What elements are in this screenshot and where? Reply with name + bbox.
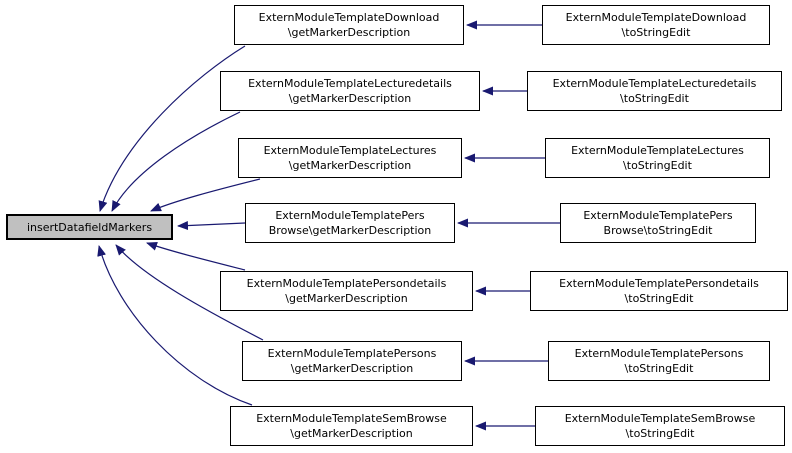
node-label-line: \toStringEdit bbox=[621, 26, 691, 39]
node-label-line: ExternModuleTemplatePers bbox=[275, 209, 425, 222]
node-label-line: ExternModuleTemplatePersons bbox=[267, 347, 437, 360]
edge-sem-browse-getmarker-to-root bbox=[97, 245, 253, 406]
node-lecturedetails-to-string-edit[interactable]: ExternModuleTemplateLecturedetails \toSt… bbox=[527, 71, 782, 111]
node-label-line: ExternModuleTemplateLectures bbox=[263, 144, 437, 157]
node-persons-get-marker-description[interactable]: ExternModuleTemplatePersons \getMarkerDe… bbox=[242, 341, 462, 381]
node-label-line: \getMarkerDescription bbox=[290, 427, 413, 440]
node-label-line: ExternModuleTemplateLecturedetails bbox=[248, 77, 452, 90]
node-label-line: \getMarkerDescription bbox=[287, 26, 411, 39]
edge-lecturedetails-getmarker-to-root bbox=[111, 111, 241, 212]
node-label-line: ExternModuleTemplateSemBrowse bbox=[564, 412, 756, 425]
node-sem-browse-to-string-edit[interactable]: ExternModuleTemplateSemBrowse \toStringE… bbox=[535, 406, 785, 446]
node-label-line: \toStringEdit bbox=[623, 159, 692, 172]
node-lectures-to-string-edit[interactable]: ExternModuleTemplateLectures \toStringEd… bbox=[545, 138, 770, 178]
node-label-line: ExternModuleTemplatePers bbox=[583, 209, 733, 222]
node-lectures-get-marker-description[interactable]: ExternModuleTemplateLectures \getMarkerD… bbox=[238, 138, 462, 178]
node-label-line: \toStringEdit bbox=[624, 292, 694, 305]
node-persondetails-get-marker-description[interactable]: ExternModuleTemplatePersondetails \getMa… bbox=[220, 271, 473, 311]
node-label-line: \toStringEdit bbox=[625, 427, 695, 440]
node-persons-to-string-edit[interactable]: ExternModuleTemplatePersons \toStringEdi… bbox=[548, 341, 770, 381]
node-label-line: ExternModuleTemplatePersondetails bbox=[559, 277, 759, 290]
node-label-line: \getMarkerDescription bbox=[288, 92, 412, 105]
node-label-line: \getMarkerDescription bbox=[285, 292, 408, 305]
edge-persons-getmarker-to-root bbox=[115, 244, 264, 341]
node-persondetails-to-string-edit[interactable]: ExternModuleTemplatePersondetails \toStr… bbox=[530, 271, 788, 311]
node-sem-browse-get-marker-description[interactable]: ExternModuleTemplateSemBrowse \getMarker… bbox=[230, 406, 473, 446]
node-lecturedetails-get-marker-description[interactable]: ExternModuleTemplateLecturedetails \getM… bbox=[220, 71, 480, 111]
edge-download-getmarker-to-root bbox=[98, 45, 246, 212]
edge-pers-browse-getmarker-to-root bbox=[177, 221, 246, 231]
node-label-line: ExternModuleTemplateDownload bbox=[258, 11, 440, 24]
node-label-line: ExternModuleTemplateDownload bbox=[565, 11, 747, 24]
node-pers-browse-to-string-edit[interactable]: ExternModuleTemplatePers Browse\toString… bbox=[560, 203, 756, 243]
node-label-line: ExternModuleTemplatePersondetails bbox=[246, 277, 447, 290]
node-label-line: ExternModuleTemplateLectures bbox=[571, 144, 744, 157]
edge-lectures-getmarker-to-root bbox=[150, 178, 261, 212]
node-label-line: Browse\toStringEdit bbox=[603, 224, 713, 237]
node-label-line: \toStringEdit bbox=[624, 362, 694, 375]
node-label-line: ExternModuleTemplatePersons bbox=[574, 347, 744, 360]
node-label-line: \getMarkerDescription bbox=[288, 159, 412, 172]
node-label-line: \toStringEdit bbox=[620, 92, 689, 105]
node-download-to-string-edit[interactable]: ExternModuleTemplateDownload \toStringEd… bbox=[542, 5, 770, 45]
node-download-get-marker-description[interactable]: ExternModuleTemplateDownload \getMarkerD… bbox=[234, 5, 464, 45]
node-label-line: ExternModuleTemplateLecturedetails bbox=[552, 77, 757, 90]
node-insert-datafield-markers: insertDatafieldMarkers bbox=[6, 214, 173, 240]
node-label-line: ExternModuleTemplateSemBrowse bbox=[256, 412, 447, 425]
node-pers-browse-get-marker-description[interactable]: ExternModuleTemplatePers Browse\getMarke… bbox=[245, 203, 455, 243]
edge-persondetails-getmarker-to-root bbox=[146, 242, 246, 271]
node-label-line: Browse\getMarkerDescription bbox=[268, 224, 432, 237]
node-label-line: \getMarkerDescription bbox=[290, 362, 414, 375]
node-label: insertDatafieldMarkers bbox=[26, 220, 153, 234]
